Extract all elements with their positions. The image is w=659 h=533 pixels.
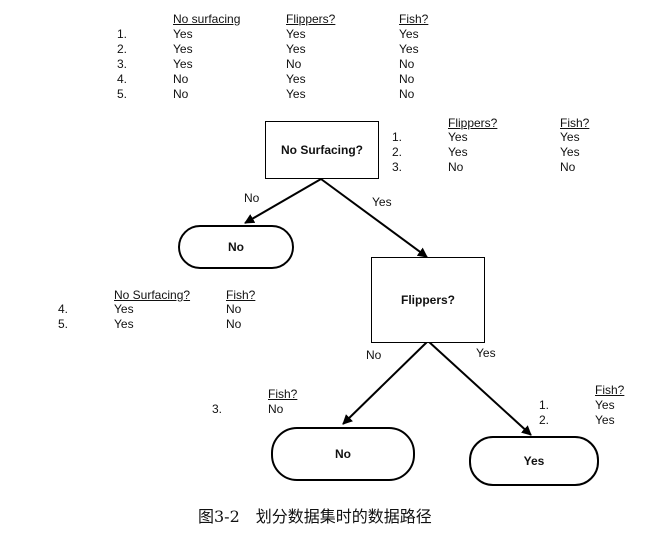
table-cell: Yes xyxy=(173,42,193,56)
right-table-header-fish: Fish? xyxy=(560,116,590,130)
table-cell: No xyxy=(399,72,415,86)
mid-table-header-fish: Fish? xyxy=(268,387,298,401)
leaf-node-no-bottom: No xyxy=(271,427,415,481)
top-table-header-flippers: Flippers? xyxy=(286,12,336,26)
bottom-right-table-header-fish: Fish? xyxy=(595,383,625,397)
figure-caption: 图3-2 划分数据集时的数据路径 xyxy=(198,507,432,526)
left-table-header-fish: Fish? xyxy=(226,288,256,302)
leaf-node-no-left: No xyxy=(178,225,294,269)
table-row-number: 2. xyxy=(539,413,550,427)
table-cell: No xyxy=(399,87,415,101)
table-cell: No xyxy=(226,317,242,331)
table-row-number: 3. xyxy=(212,402,223,416)
table-cell: Yes xyxy=(448,130,468,144)
table-cell: Yes xyxy=(399,27,419,41)
edge-label-root-no: No xyxy=(244,191,260,205)
edge-root-to-flippers xyxy=(320,178,428,258)
edge-label-flippers-yes: Yes xyxy=(476,346,496,360)
table-cell: Yes xyxy=(173,27,193,41)
table-cell: Yes xyxy=(399,42,419,56)
table-cell: Yes xyxy=(560,145,580,159)
top-table-header-fish: Fish? xyxy=(399,12,429,26)
table-cell: No xyxy=(173,72,189,86)
edge-flippers-to-no xyxy=(342,340,429,425)
leaf-node-yes: Yes xyxy=(469,436,599,486)
table-cell: No xyxy=(268,402,284,416)
table-row-number: 1. xyxy=(117,27,128,41)
table-row-number: 3. xyxy=(392,160,403,174)
table-row-number: 5. xyxy=(117,87,128,101)
table-cell: No xyxy=(173,87,189,101)
node-flippers: Flippers? xyxy=(371,257,485,343)
root-node-no-surfacing: No Surfacing? xyxy=(265,121,379,179)
table-row-number: 3. xyxy=(117,57,128,71)
table-cell: Yes xyxy=(595,398,615,412)
table-row-number: 1. xyxy=(539,398,550,412)
table-cell: No xyxy=(560,160,576,174)
table-cell: No xyxy=(448,160,464,174)
edge-flippers-to-yes xyxy=(427,340,532,436)
table-row-number: 2. xyxy=(392,145,403,159)
table-row-number: 1. xyxy=(392,130,403,144)
table-row-number: 2. xyxy=(117,42,128,56)
top-table-header-no-surfacing: No surfacing xyxy=(173,12,241,26)
right-table-header-flippers: Flippers? xyxy=(448,116,498,130)
table-cell: Yes xyxy=(595,413,615,427)
table-cell: No xyxy=(399,57,415,71)
table-cell: No xyxy=(286,57,302,71)
table-cell: No xyxy=(226,302,242,316)
table-cell: Yes xyxy=(560,130,580,144)
table-row-number: 4. xyxy=(117,72,128,86)
table-row-number: 4. xyxy=(58,302,69,316)
table-cell: Yes xyxy=(173,57,193,71)
table-cell: Yes xyxy=(114,317,134,331)
edge-root-to-no xyxy=(244,178,322,224)
table-row-number: 5. xyxy=(58,317,69,331)
edge-label-root-yes: Yes xyxy=(372,195,392,209)
table-cell: Yes xyxy=(448,145,468,159)
table-cell: Yes xyxy=(286,72,306,86)
table-cell: Yes xyxy=(286,87,306,101)
edge-label-flippers-no: No xyxy=(366,348,382,362)
table-cell: Yes xyxy=(286,42,306,56)
table-cell: Yes xyxy=(114,302,134,316)
left-table-header-no-surfacing: No Surfacing? xyxy=(114,288,191,302)
table-cell: Yes xyxy=(286,27,306,41)
